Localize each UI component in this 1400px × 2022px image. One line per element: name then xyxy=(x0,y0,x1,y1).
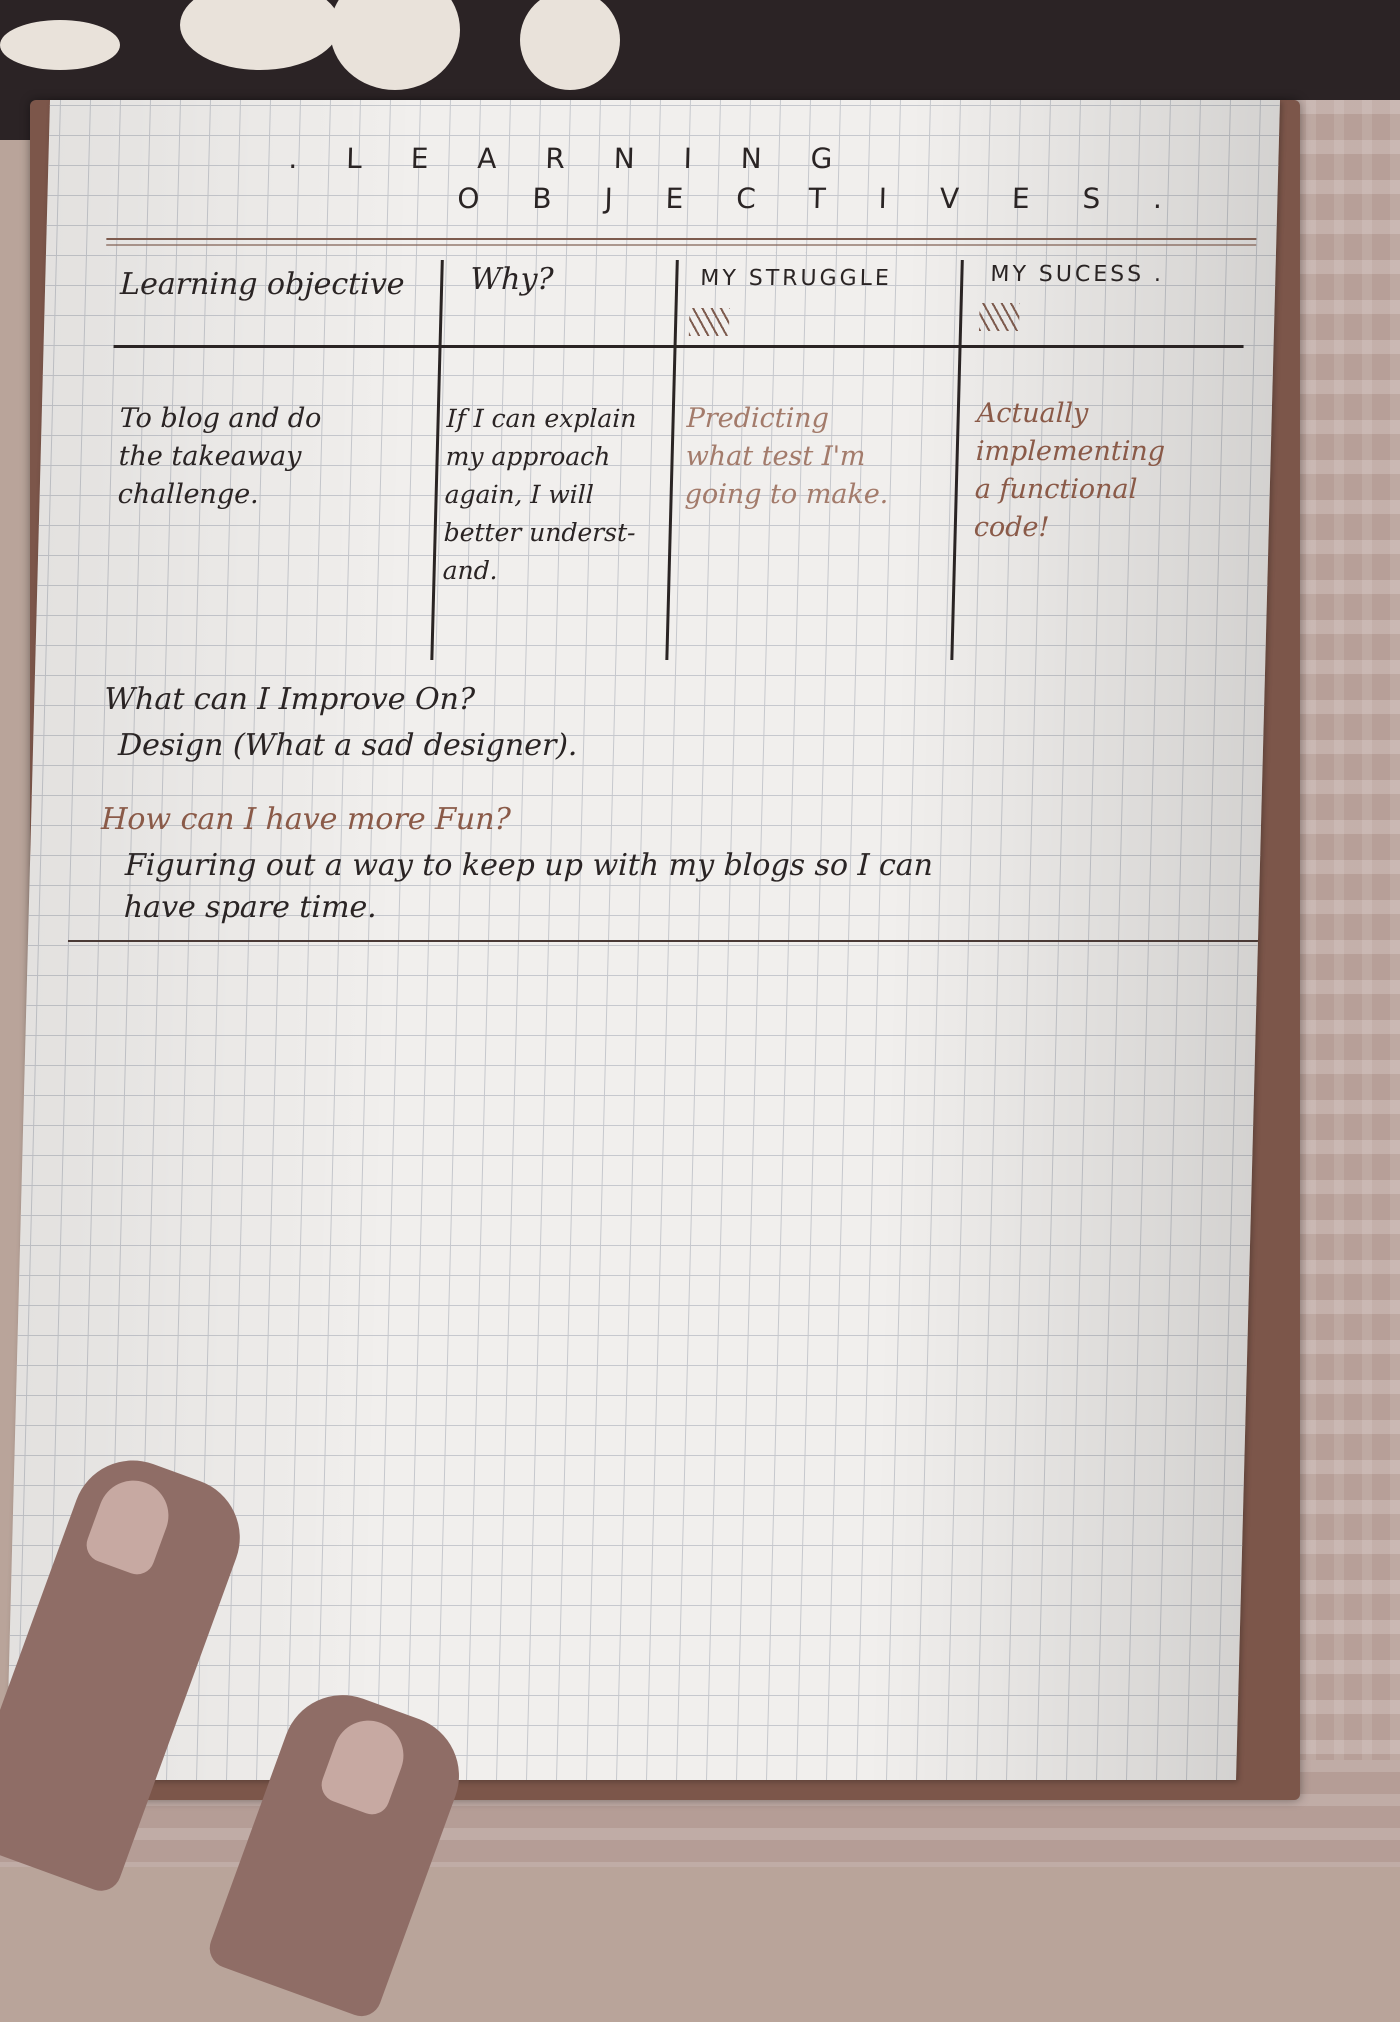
table-column-divider xyxy=(430,260,444,660)
hatch-mark xyxy=(688,308,730,336)
title-line-2: O B J E C T I V E S . xyxy=(456,182,1185,215)
title-line-1: . L E A R N I N G xyxy=(288,142,853,175)
title-underline xyxy=(106,238,1257,240)
plant-leaf xyxy=(0,20,120,70)
improve-answer: Design (What a sad designer). xyxy=(117,728,579,763)
hatch-mark xyxy=(978,303,1020,331)
cell-struggle: Predicting what test I'm going to make. xyxy=(684,403,889,510)
header-my-struggle: MY STRUGGLE xyxy=(699,266,893,291)
plant-leaf xyxy=(180,0,340,70)
cell-success: Actually implementing a functional code! xyxy=(973,398,1166,543)
cell-objective: To blog and do the takeaway challenge. xyxy=(117,403,322,510)
fun-question: How can I have more Fun? xyxy=(100,802,512,837)
plant-leaf xyxy=(520,0,620,90)
title-underline-2 xyxy=(106,244,1257,246)
fun-answer: Figuring out a way to keep up with my bl… xyxy=(123,848,934,925)
header-my-success: MY SUCESS . xyxy=(990,262,1165,287)
header-why: Why? xyxy=(469,262,554,297)
header-learning-objective: Learning objective xyxy=(119,267,405,302)
improve-question: What can I Improve On? xyxy=(103,682,476,717)
cell-why: If I can explain my approach again, I wi… xyxy=(442,404,637,585)
section-divider xyxy=(67,940,1259,942)
table-header-rule xyxy=(113,345,1244,348)
table-column-divider xyxy=(950,260,964,660)
table-column-divider xyxy=(665,260,679,660)
